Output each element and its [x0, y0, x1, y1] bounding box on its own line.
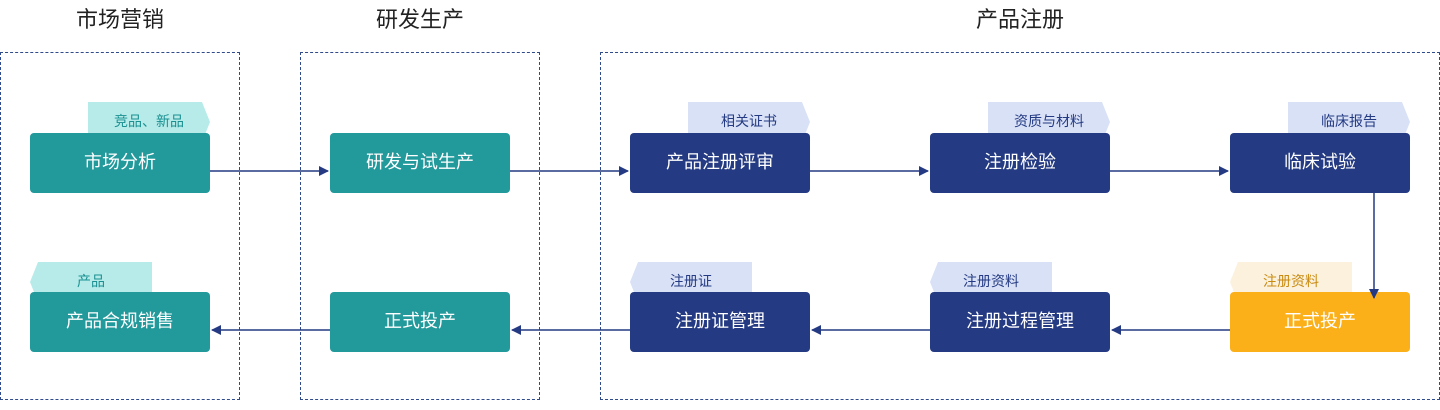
- node-formal-prod: 正式投产: [330, 292, 510, 352]
- node-reg-process-mgmt: 注册过程管理: [930, 292, 1110, 352]
- node-rnd-trial: 研发与试生产: [330, 133, 510, 193]
- section-title-registration: 产品注册: [975, 8, 1064, 33]
- node-product-sales: 产品合规销售: [30, 292, 210, 352]
- node-cert-mgmt: 注册证管理: [630, 292, 810, 352]
- section-title-rnd: 研发生产: [375, 8, 464, 33]
- node-market-analysis: 市场分析: [30, 133, 210, 193]
- node-reg-review: 产品注册评审: [630, 133, 810, 193]
- node-reg-inspection: 注册检验: [930, 133, 1110, 193]
- section-rnd-box: [300, 52, 540, 400]
- node-clinical-trial: 临床试验: [1230, 133, 1410, 193]
- section-marketing-box: [0, 52, 240, 400]
- node-formal-prod-reg: 正式投产: [1230, 292, 1410, 352]
- section-title-marketing: 市场营销: [75, 8, 164, 33]
